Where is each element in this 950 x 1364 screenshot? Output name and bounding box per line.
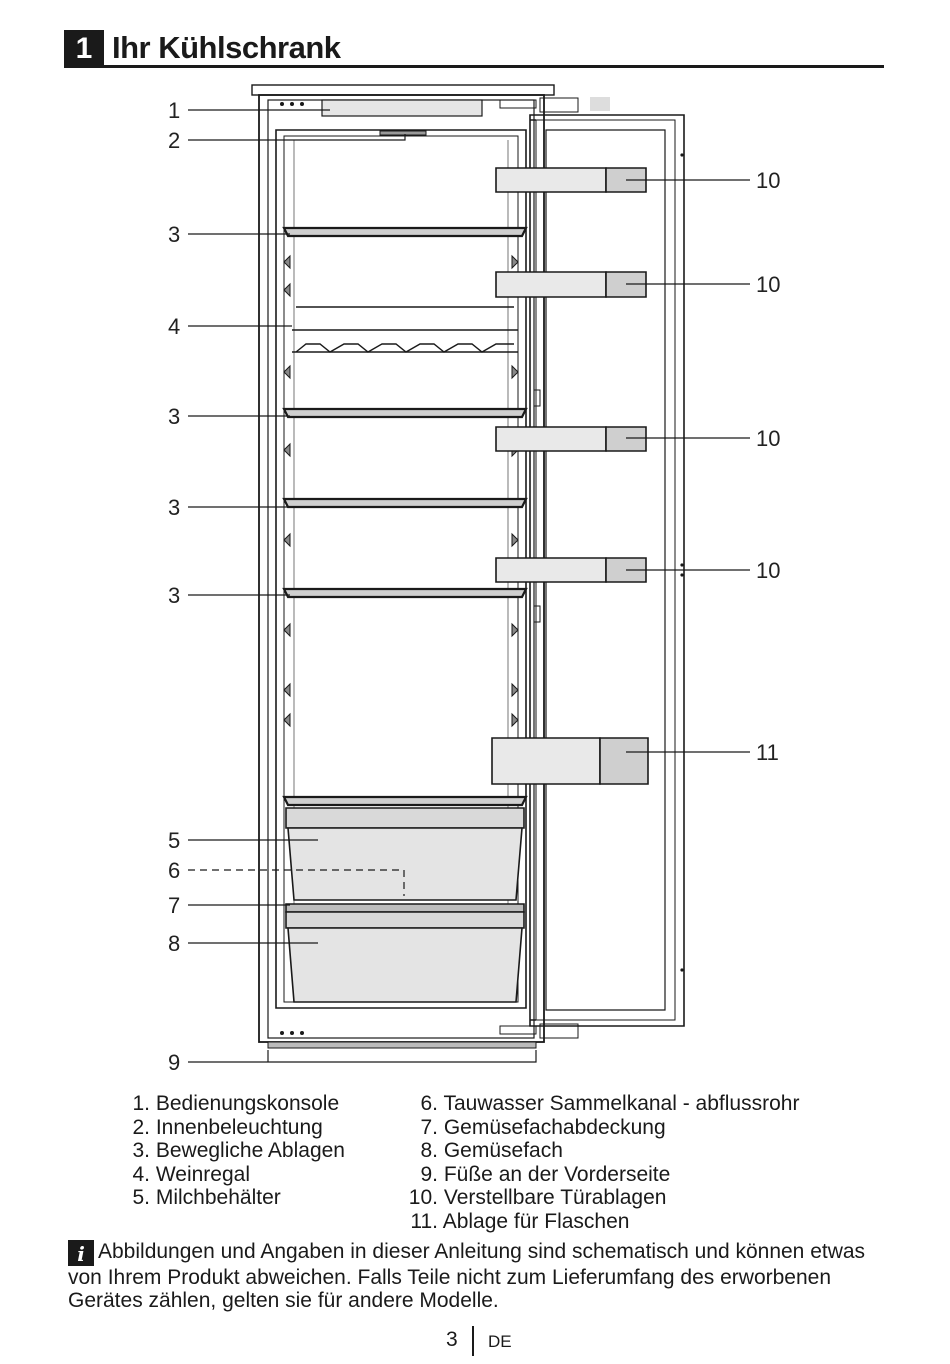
page-title: Ihr Kühlschrank (112, 30, 341, 65)
fridge-diagram: 1 2 3 4 3 3 3 5 6 7 8 9 10 10 10 10 11 (168, 84, 780, 1070)
legend-number: 4. (132, 1162, 150, 1186)
legend-label: Gemüsefachabdeckung (443, 1115, 666, 1139)
callout-11: 11 (756, 740, 779, 765)
shelf-supports (283, 254, 519, 728)
door (529, 114, 685, 1027)
legend-item: 5. Milchbehälter (120, 1186, 345, 1210)
callout-7: 7 (168, 893, 180, 918)
legend-item: 1. Bedienungskonsole (120, 1092, 345, 1116)
callout-10: 10 (756, 426, 780, 451)
callout-10: 10 (756, 168, 780, 193)
legend-label: Gemüsefach (443, 1139, 563, 1162)
callout-10: 10 (756, 272, 780, 297)
header-rule (104, 65, 884, 68)
legend-item: 10. Verstellbare Türablagen (398, 1186, 799, 1210)
legend-item: 2. Innenbeleuchtung (120, 1116, 345, 1140)
legend-item: 3. Bewegliche Ablagen (120, 1139, 345, 1163)
callout-1: 1 (168, 98, 180, 123)
note-text: Abbildungen und Angaben in dieser Anleit… (68, 1240, 866, 1312)
legend-number: 7. (420, 1115, 438, 1139)
legend-number: 5. (132, 1186, 150, 1209)
legend-left: 1. Bedienungskonsole 2. Innenbeleuchtung… (120, 1092, 345, 1210)
legend-item: 6. Tauwasser Sammelkanal - abflussrohr (398, 1092, 799, 1116)
leader-lines (188, 109, 750, 1063)
callout-9: 9 (168, 1050, 180, 1070)
legend-number: 9. (420, 1162, 438, 1186)
legend-number: 10. (408, 1186, 438, 1209)
callout-4: 4 (168, 314, 180, 339)
legend-label: Bewegliche Ablagen (155, 1139, 345, 1162)
callout-2: 2 (168, 128, 180, 153)
legend-number: 3. (132, 1139, 150, 1162)
callout-6: 6 (168, 858, 180, 883)
legend-number: 2. (132, 1115, 150, 1139)
legend-item: 4. Weinregal (120, 1163, 345, 1187)
legend-number: 6. (420, 1092, 438, 1115)
footer-divider (472, 1326, 474, 1356)
legend-item: 11. Ablage für Flaschen (398, 1210, 799, 1234)
chapter-header: 1 Ihr Kühlschrank (64, 26, 884, 68)
page-footer: 3 DE (0, 1326, 950, 1356)
legend-label: Tauwasser Sammelkanal - abflussrohr (443, 1092, 800, 1115)
callout-3: 3 (168, 583, 180, 608)
page-number: 3 (446, 1328, 458, 1351)
callout-8: 8 (168, 931, 180, 956)
chapter-number: 1 (64, 30, 104, 68)
legend-label: Innenbeleuchtung (155, 1115, 323, 1139)
callout-3: 3 (168, 222, 180, 247)
callout-3: 3 (168, 404, 180, 429)
legend-label: Milchbehälter (155, 1186, 281, 1209)
legend-label: Bedienungskonsole (155, 1092, 340, 1115)
info-icon: i (68, 1240, 94, 1266)
legend-item: 8. Gemüsefach (398, 1139, 799, 1163)
legend-right: 6. Tauwasser Sammelkanal - abflussrohr 7… (398, 1092, 800, 1234)
legend-number: 1. (132, 1092, 150, 1115)
door-shelves (491, 167, 649, 785)
callout-10: 10 (756, 558, 780, 583)
callout-3: 3 (168, 495, 180, 520)
legend-number: 8. (420, 1139, 438, 1162)
legend-number: 11. (410, 1209, 438, 1233)
wine-rack (292, 306, 518, 353)
callout-5: 5 (168, 828, 180, 853)
language-code: DE (488, 1332, 512, 1351)
crisper-drawers (285, 807, 525, 1003)
callout-labels: 1 2 3 4 3 3 3 5 6 7 8 9 10 10 10 10 11 (168, 98, 780, 1070)
legend-item: 9. Füße an der Vorderseite (398, 1163, 799, 1187)
fridge-drawing (251, 84, 685, 1049)
legend-label: Füße an der Vorderseite (443, 1162, 671, 1186)
legend-label: Ablage für Flaschen (442, 1209, 630, 1233)
shelves (282, 226, 528, 807)
legend-label: Weinregal (155, 1162, 251, 1186)
legend-label: Verstellbare Türablagen (443, 1186, 667, 1209)
legend-item: 7. Gemüsefachabdeckung (398, 1116, 799, 1140)
